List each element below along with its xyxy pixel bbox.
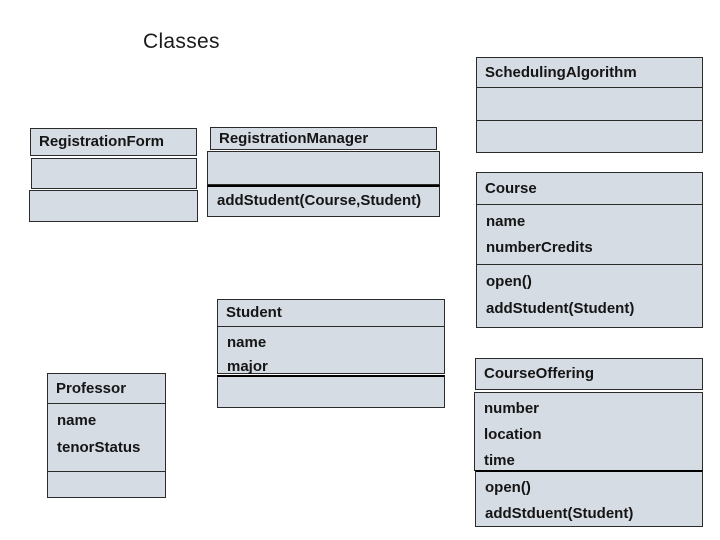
attributes-compartment [207,151,440,185]
attribute: name [57,412,97,429]
operation: open() [486,273,532,290]
attributes-compartment: name numberCredits [476,204,703,265]
attribute: number [484,400,540,417]
operations-compartment [217,375,445,408]
class-title-bar: RegistrationManager [210,127,437,150]
attribute: tenorStatus [57,439,141,456]
operation: addStduent(Student) [485,505,634,522]
uml-class-professor: Professor name tenorStatus [47,373,166,498]
operations-compartment: open() addStduent(Student) [475,470,703,527]
operation: addStudent(Student) [486,300,635,317]
class-title-bar: Professor [47,373,166,404]
operation: open() [485,479,531,496]
attribute: name [486,213,526,230]
attribute: numberCredits [486,239,593,256]
operations-compartment [47,471,166,498]
class-title-bar: RegistrationForm [30,128,197,156]
attributes-compartment: name major [217,326,445,375]
operation: addStudent(Course,Student) [217,192,422,209]
operations-compartment [29,190,198,222]
operations-compartment: open() addStudent(Student) [476,264,703,328]
attributes-compartment: name tenorStatus [47,403,166,472]
operations-compartment: addStudent(Course,Student) [207,185,440,217]
class-title-bar: CourseOffering [475,358,703,390]
attribute: major [227,358,268,375]
class-title-bar: SchedulingAlgorithm [476,57,703,88]
operations-compartment [476,120,703,153]
attributes-compartment [31,158,197,189]
uml-class-scheduling-algorithm: SchedulingAlgorithm [476,57,703,153]
uml-class-registration-form: RegistrationForm [29,128,198,222]
attributes-compartment: number location time [474,392,703,471]
attribute: time [484,452,515,469]
attribute: location [484,426,542,443]
attributes-compartment [476,87,703,121]
attribute: name [227,334,267,351]
uml-class-course: Course name numberCredits open() addStud… [476,172,703,328]
class-title-bar: Student [217,299,445,327]
class-title-bar: Course [476,172,703,205]
uml-class-registration-manager: RegistrationManager addStudent(Course,St… [207,127,440,217]
page-title: Classes [143,30,220,53]
uml-class-course-offering: CourseOffering number location time open… [474,358,703,527]
uml-class-student: Student name major [217,299,445,408]
